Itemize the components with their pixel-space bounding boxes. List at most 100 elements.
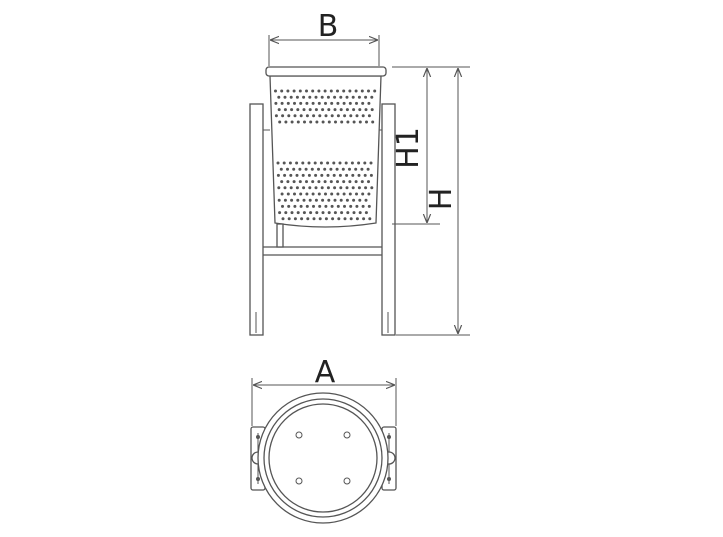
perforation-dot (349, 217, 353, 221)
perforation-dot (342, 180, 346, 184)
stand-legs (249, 103, 396, 336)
crossbars (263, 246, 382, 256)
perforation-dot (346, 120, 350, 124)
perforation-dot (305, 204, 309, 208)
perforation-dot (343, 204, 346, 208)
perforation-dot (308, 95, 312, 99)
top-view (250, 392, 397, 524)
perforation-dot (337, 217, 341, 221)
perforation-dot (348, 167, 351, 171)
perforation-dot (296, 120, 300, 124)
dimension-h: H (392, 66, 470, 336)
perforation-dot (348, 89, 352, 93)
perforation-dot (277, 95, 281, 99)
perforation-dot (351, 95, 355, 99)
perforation-dot (333, 108, 337, 112)
perforation-dot (299, 204, 303, 208)
perforation-dot (296, 108, 300, 112)
perforation-dot (336, 101, 340, 105)
perforation-dot (278, 120, 282, 124)
perforation-dot (342, 192, 346, 196)
perforation-dot (324, 101, 327, 105)
perforation-dot (286, 192, 290, 196)
perforation-dot (293, 217, 297, 221)
perforation-dot (305, 180, 308, 184)
perforation-dot (302, 198, 306, 202)
perforation-dot (330, 192, 334, 196)
perforation-dot (276, 173, 280, 177)
perforation-dot (295, 95, 299, 99)
perforation-dot (352, 198, 356, 202)
perforation-dot (367, 180, 370, 184)
perforation-dot (334, 120, 337, 124)
perforation-dot (364, 95, 368, 99)
perforation-dot (358, 108, 362, 112)
perforation-dot (317, 101, 321, 105)
perforation-dot (326, 161, 330, 165)
perforation-dot (295, 186, 299, 190)
perforation-dot (319, 161, 323, 165)
perforation-dot (277, 186, 281, 190)
perforation-dot (345, 173, 349, 177)
perforation-dot (335, 167, 339, 171)
perforation-dot (338, 161, 342, 165)
perforation-dot (355, 217, 359, 221)
perforation-dot (345, 198, 349, 202)
perforation-dot (369, 173, 373, 177)
perforation-dot (361, 192, 365, 196)
perforation-dot (283, 186, 287, 190)
perforation-dot (363, 161, 367, 165)
perforation-dot (315, 120, 319, 124)
perforation-dot (330, 204, 334, 208)
perforation-dot (284, 120, 288, 124)
perforation-dot (330, 114, 334, 118)
perforation-dot (327, 211, 331, 215)
perforation-dot (277, 108, 281, 112)
perforation-dot (343, 114, 347, 118)
perforation-dot (321, 108, 325, 112)
perforation-dot (308, 186, 312, 190)
perforation-dot (320, 186, 324, 190)
perforation-dot (289, 173, 293, 177)
perforation-dot (330, 101, 334, 105)
perforation-dot (352, 211, 356, 215)
perforation-dot (277, 198, 281, 202)
perforation-dot (293, 204, 297, 208)
rim-ring (263, 398, 383, 518)
perforation-dot (299, 192, 303, 196)
perforation-dot (352, 120, 356, 124)
perforation-dot (305, 114, 309, 118)
left-leg (249, 103, 264, 336)
perforation-dot (290, 120, 294, 124)
perforation-dot (358, 211, 362, 215)
perforation-dot (289, 186, 293, 190)
perforation-dot (340, 120, 344, 124)
perforation-dot (352, 108, 356, 112)
perforation-dot (307, 173, 311, 177)
perforation-dot (323, 167, 327, 171)
perforation-dot (360, 180, 364, 184)
perforation-dot (283, 108, 287, 112)
perforation-dot (320, 95, 324, 99)
perforation-dot (314, 173, 318, 177)
front-view (249, 66, 396, 336)
perforation-dot (367, 101, 371, 105)
perforation-dot (276, 161, 280, 165)
perforation-dot (308, 108, 312, 112)
perforation-dot (324, 204, 328, 208)
perforation-dot (318, 204, 322, 208)
perforation-dot (304, 167, 308, 171)
perforation-dot (288, 161, 292, 165)
perforation-dot (370, 186, 374, 190)
perforation-dot (369, 161, 373, 165)
perforation-dot (274, 114, 278, 118)
perforation-dot (302, 186, 306, 190)
perforation-dot (292, 180, 296, 184)
perforation-dot (298, 167, 302, 171)
perforation-dot (343, 217, 347, 221)
perforation-dot (311, 101, 315, 105)
perforation-dot (292, 89, 296, 93)
perforation-dot (340, 211, 344, 215)
perforation-dot (329, 167, 333, 171)
perforation-dot (318, 114, 322, 118)
